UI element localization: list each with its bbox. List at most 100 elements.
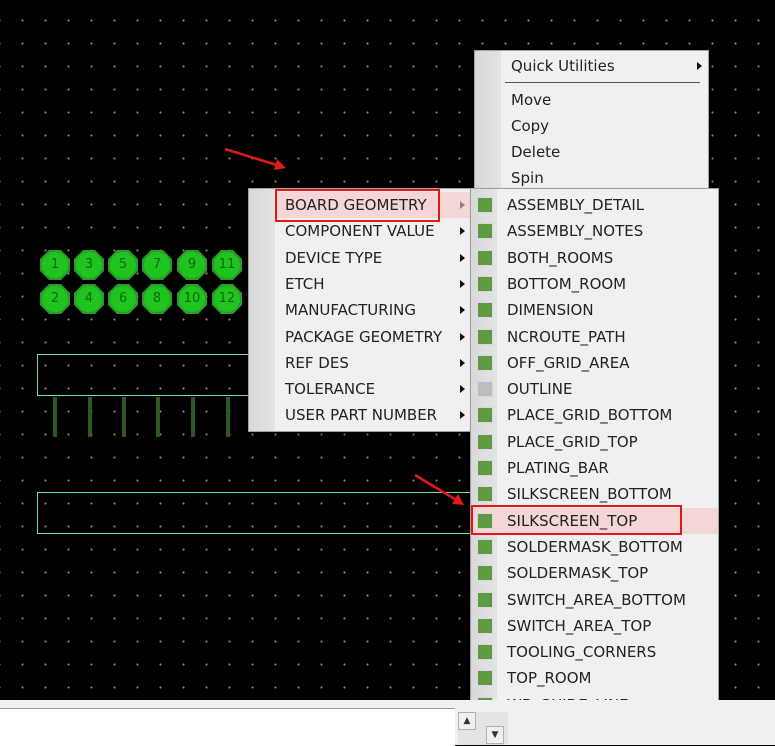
package-outline-top: [37, 354, 254, 396]
color-swatch-icon: [477, 617, 493, 634]
pad: 4: [74, 284, 104, 314]
subclass-menu-item-switch-area-top[interactable]: SWITCH_AREA_TOP: [471, 613, 718, 639]
color-swatch-icon: [477, 197, 493, 213]
subclass-menu-item-silkscreen-bottom[interactable]: SILKSCREEN_BOTTOM: [471, 481, 718, 507]
menu-item-label: PLATING_BAR: [507, 459, 609, 477]
class-menu-item-user-part-number[interactable]: USER PART NUMBER: [249, 402, 471, 428]
subclass-menu-item-switch-area-bottom[interactable]: SWITCH_AREA_BOTTOM: [471, 587, 718, 613]
scroll-down-button[interactable]: ▼: [486, 726, 504, 744]
menu-item-label: DEVICE TYPE: [285, 248, 383, 267]
class-menu-item-tolerance[interactable]: TOLERANCE: [249, 376, 471, 402]
quick-menu-item-move[interactable]: Move: [475, 87, 708, 113]
quick-menu-item-copy[interactable]: Copy: [475, 113, 708, 139]
watermark: CSDN @王泉涛: [660, 721, 761, 737]
selection-box-board-geometry: [275, 189, 440, 222]
quick-menu-item-quick-utilities[interactable]: Quick Utilities: [475, 53, 708, 79]
subclass-menu-item-top-room[interactable]: TOP_ROOM: [471, 665, 718, 691]
quick-menu-item-spin[interactable]: Spin: [475, 165, 708, 191]
color-swatch-icon: [477, 354, 493, 371]
subclass-menu-item-tooling-corners[interactable]: TOOLING_CORNERS: [471, 639, 718, 665]
scroll-up-button[interactable]: ▲: [458, 712, 476, 730]
pad-label: 6: [110, 286, 136, 312]
subclass-menu-item-plating-bar[interactable]: PLATING_BAR: [471, 455, 718, 481]
menu-item-label: Quick Utilities: [511, 57, 615, 75]
pad-label: 12: [214, 286, 240, 312]
menu-item-label: COMPONENT VALUE: [285, 222, 435, 241]
pad-label: 7: [144, 252, 170, 278]
submenu-arrow-icon: [460, 279, 465, 288]
menu-item-label: PLACE_GRID_BOTTOM: [507, 406, 673, 425]
class-menu-item-ref-des[interactable]: REF DES: [249, 350, 471, 376]
pad-label: 11: [214, 252, 240, 278]
submenu-arrow-icon: [697, 62, 702, 70]
subclass-menu-item-outline[interactable]: OUTLINE: [471, 376, 718, 402]
color-swatch-icon: [477, 381, 493, 398]
subclass-menu-item-soldermask-top[interactable]: SOLDERMASK_TOP: [471, 560, 718, 586]
console-scrollbar[interactable]: ▲ ▼: [458, 712, 508, 745]
subclass-menu-item-bottom-room[interactable]: BOTTOM_ROOM: [471, 271, 718, 297]
class-menu-item-etch[interactable]: ETCH: [249, 271, 471, 297]
subclass-menu-item-assembly-notes[interactable]: ASSEMBLY_NOTES: [471, 218, 718, 244]
subclass-menu-item-place-grid-top[interactable]: PLACE_GRID_TOP: [471, 429, 718, 455]
menu-item-label: PLACE_GRID_TOP: [507, 432, 638, 451]
color-swatch-icon: [477, 407, 493, 424]
class-menu-item-package-geometry[interactable]: PACKAGE GEOMETRY: [249, 324, 471, 350]
color-swatch-icon: [477, 591, 493, 608]
color-swatch-icon: [477, 565, 493, 582]
pad: 11: [212, 250, 242, 280]
submenu-arrow-icon: [460, 411, 465, 420]
color-swatch-icon: [477, 538, 493, 555]
menu-gutter: [475, 51, 501, 191]
quick-menu-item-delete[interactable]: Delete: [475, 139, 708, 165]
pin: [122, 397, 126, 437]
menu-item-label: USER PART NUMBER: [285, 406, 438, 425]
pin: [191, 397, 195, 437]
subclass-menu-item-ncroute-path[interactable]: NCROUTE_PATH: [471, 324, 718, 350]
color-swatch-icon: [477, 512, 493, 529]
submenu-arrow-icon: [460, 306, 465, 315]
pad: 1: [40, 250, 70, 280]
pad-label: 10: [179, 286, 205, 312]
menu-item-label: SILKSCREEN_TOP: [507, 511, 638, 530]
pad: 8: [142, 284, 172, 314]
menu-item-label: PACKAGE GEOMETRY: [285, 327, 443, 346]
color-swatch-icon: [477, 249, 493, 266]
menu-item-label: Delete: [511, 143, 561, 161]
subclass-menu-item-off-grid-area[interactable]: OFF_GRID_AREA: [471, 350, 718, 376]
menu-item-label: ETCH: [285, 274, 325, 293]
pad: 7: [142, 250, 172, 280]
menu-item-label: OFF_GRID_AREA: [507, 353, 630, 372]
menu-item-label: OUTLINE: [507, 380, 573, 399]
selection-box-silkscreen-top: [471, 505, 682, 535]
class-menu-item-device-type[interactable]: DEVICE TYPE: [249, 245, 471, 271]
subclass-menu-item-place-grid-bottom[interactable]: PLACE_GRID_BOTTOM: [471, 402, 718, 428]
menu-item-label: NCROUTE_PATH: [507, 327, 626, 346]
class-menu-item-component-value[interactable]: COMPONENT VALUE: [249, 218, 471, 244]
subclass-menu-item-dimension[interactable]: DIMENSION: [471, 297, 718, 323]
menu-item-label: REF DES: [285, 353, 349, 372]
annotation-arrow-2: [414, 473, 464, 505]
subclass-menu-item-assembly-detail[interactable]: ASSEMBLY_DETAIL: [471, 192, 718, 218]
pad: 3: [74, 250, 104, 280]
submenu-arrow-icon: [460, 253, 465, 262]
color-swatch-icon: [477, 460, 493, 476]
pad: 5: [108, 250, 138, 280]
menu-item-label: ASSEMBLY_NOTES: [507, 222, 644, 241]
menu-item-label: BOTTOM_ROOM: [507, 274, 627, 293]
pin: [226, 397, 230, 437]
annotation-arrow-1: [224, 147, 286, 170]
subclass-menu: ASSEMBLY_DETAIL ASSEMBLY_NOTES BOTH_ROOMS B…: [470, 188, 719, 720]
package-outline-bottom: [37, 492, 474, 534]
class-menu-item-manufacturing[interactable]: MANUFACTURING: [249, 297, 471, 323]
subclass-menu-item-both-rooms[interactable]: BOTH_ROOMS: [471, 245, 718, 271]
pad: 9: [177, 250, 207, 280]
pad: 12: [212, 284, 242, 314]
subclass-menu-item-silkscreen-top[interactable]: SILKSCREEN_TOP: [471, 507, 718, 534]
menu-item-label: TOOLING_CORNERS: [507, 643, 657, 662]
color-swatch-icon: [477, 644, 493, 661]
subclass-menu-item-soldermask-bottom[interactable]: SOLDERMASK_BOTTOM: [471, 534, 718, 560]
pin: [156, 397, 160, 437]
command-console[interactable]: [0, 708, 455, 746]
